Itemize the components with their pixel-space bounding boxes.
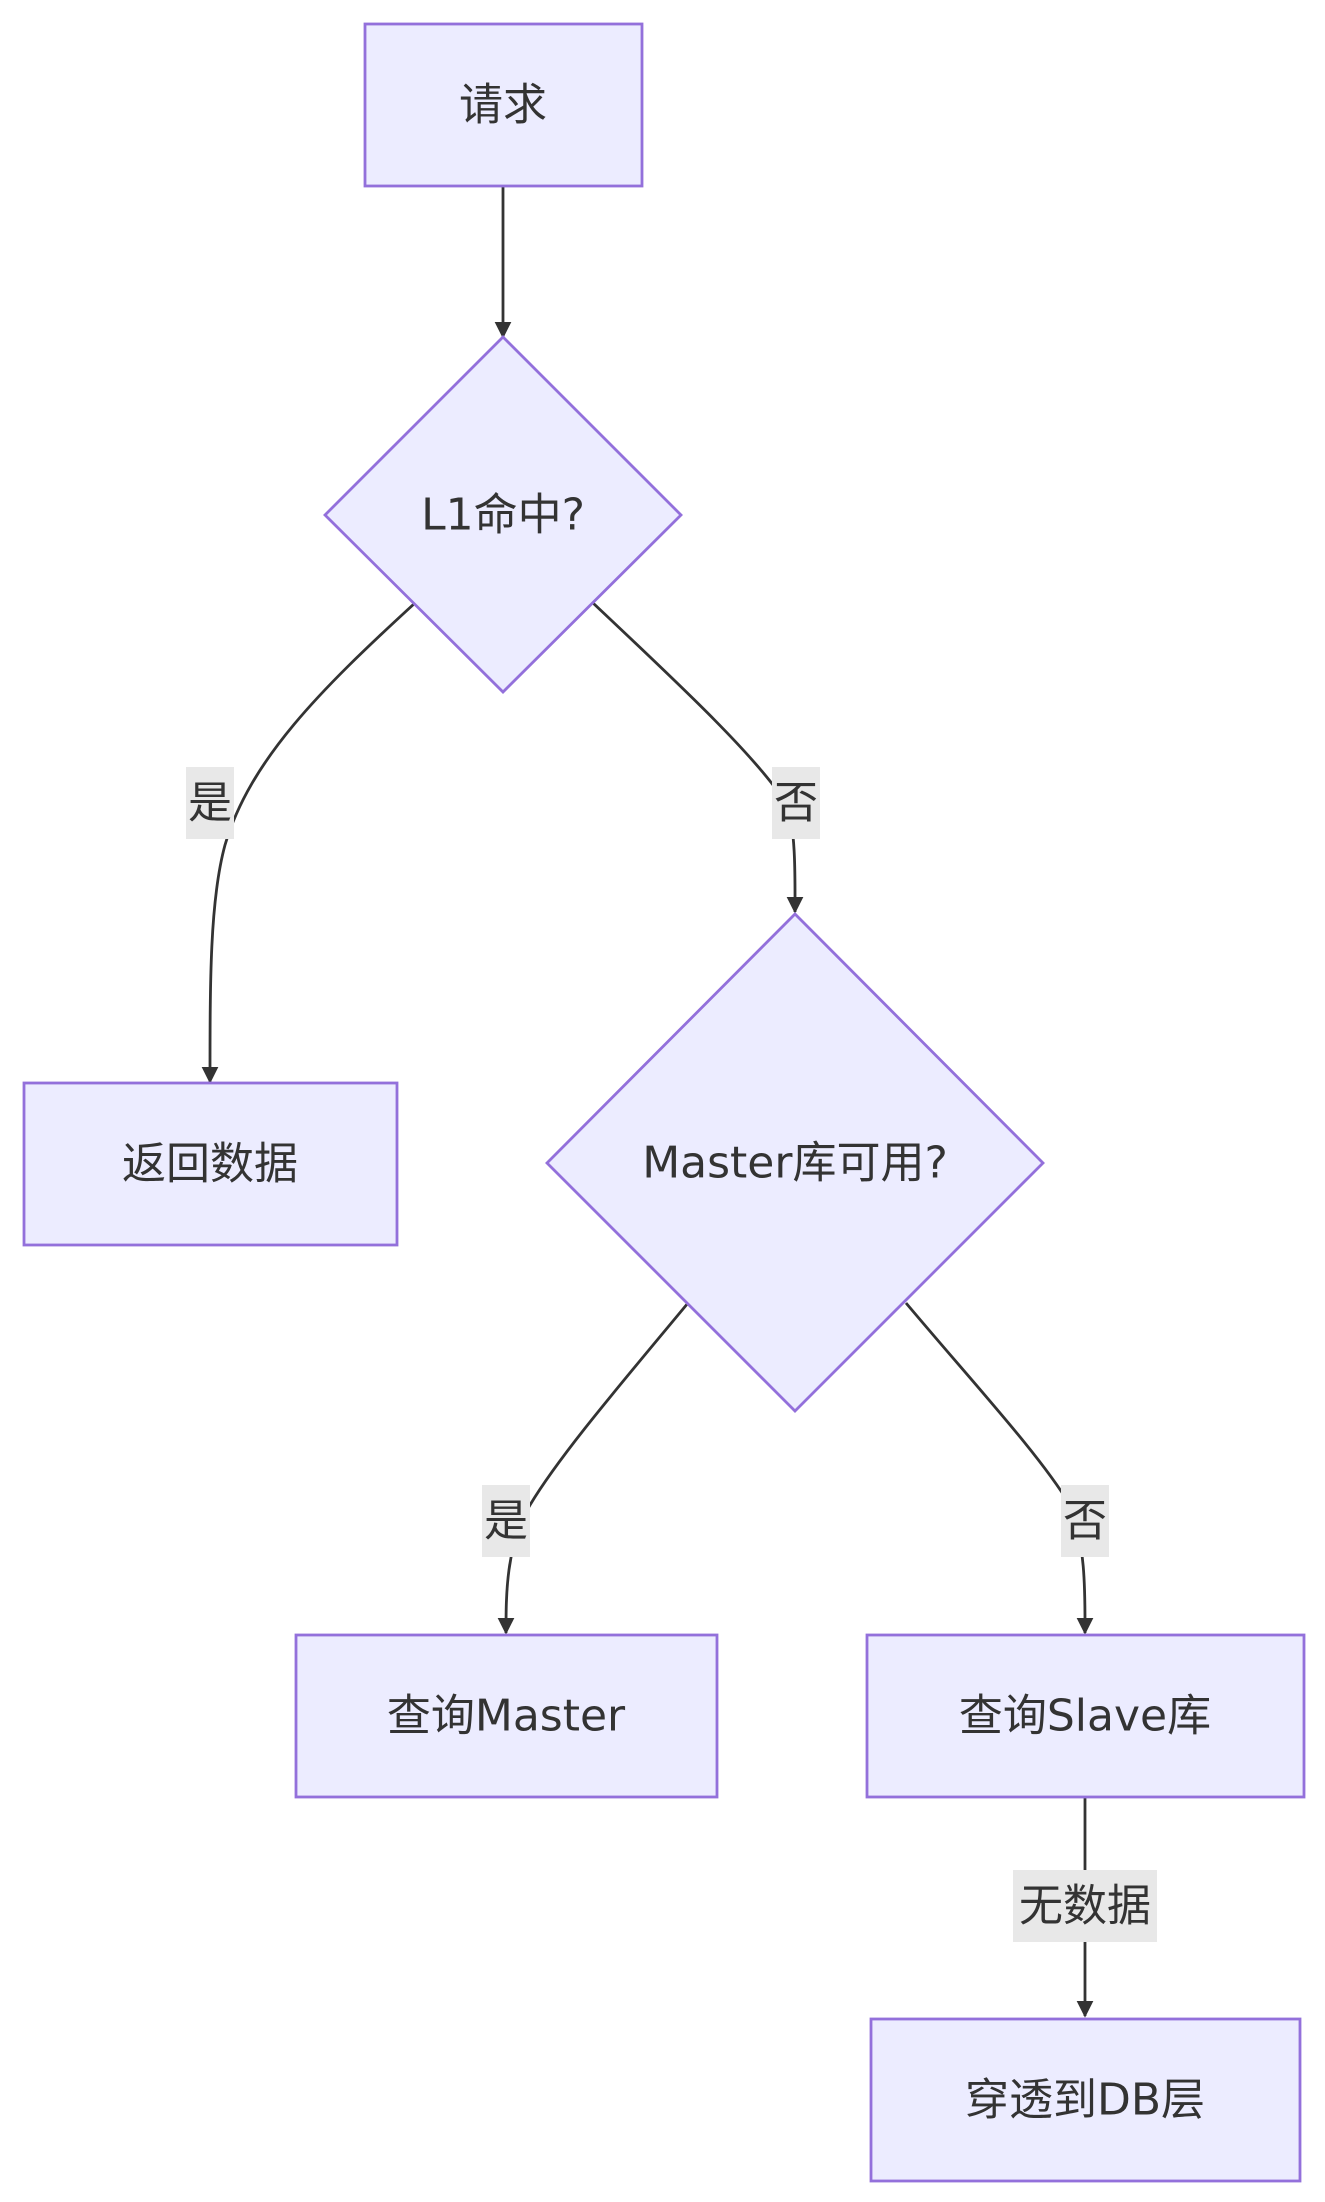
edge-l1-to-return [201,601,416,1084]
edge-label-l1-yes: 是 [186,767,234,839]
edge-label-master-yes: 是 [482,1485,530,1557]
edge-master-to-query-slave [904,1302,1094,1635]
edge-l1-to-master [592,601,804,914]
node-return-data-label: 返回数据 [122,1139,298,1190]
node-penetrate-db-label: 穿透到DB层 [965,2075,1205,2126]
node-l1-hit: L1命中? [323,335,683,694]
edge-label-l1-no-text: 否 [774,778,818,829]
node-query-slave: 查询Slave库 [865,1633,1306,1799]
edge-label-slave-no-data-text: 无数据 [1019,1881,1151,1932]
node-master-available-label: Master库可用? [642,1138,948,1189]
node-master-available: Master库可用? [545,912,1045,1413]
edge-label-slave-no-data: 无数据 [1013,1870,1157,1942]
node-return-data: 返回数据 [22,1081,399,1247]
edge-label-master-no: 否 [1061,1485,1109,1557]
node-request-label: 请求 [459,80,547,131]
edge-label-master-yes-text: 是 [484,1496,528,1547]
edge-label-l1-no: 否 [772,767,820,839]
node-l1-hit-label: L1命中? [421,490,585,541]
edge-label-l1-yes-text: 是 [188,778,232,829]
node-query-slave-label: 查询Slave库 [959,1691,1211,1742]
node-query-master: 查询Master [294,1633,719,1799]
edge-master-to-query-master [497,1302,690,1635]
edge-label-master-no-text: 否 [1063,1496,1107,1547]
node-penetrate-db: 穿透到DB层 [869,2017,1302,2183]
node-query-master-label: 查询Master [387,1691,626,1742]
node-request: 请求 [363,22,644,188]
